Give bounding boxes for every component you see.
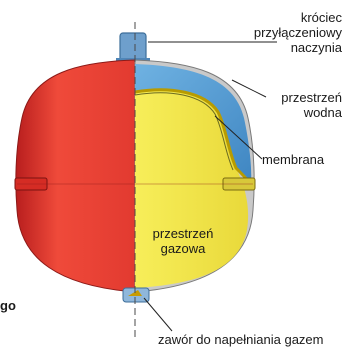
label-connector: króciec przyłączeniowy naczynia [238, 10, 342, 55]
label-connector-line1: króciec [238, 10, 342, 25]
label-gas-valve: zawór do napełniania gazem [158, 332, 324, 347]
label-gas-line2: gazowa [135, 241, 231, 256]
leader-valve [144, 298, 172, 331]
red-shell-left [16, 60, 135, 292]
label-water-space: przestrzeń wodna [258, 90, 342, 120]
connector-pipe [116, 33, 150, 64]
label-cut-text: go [0, 298, 16, 313]
label-gas-space: przestrzeń gazowa [135, 226, 231, 256]
label-water-line1: przestrzeń [258, 90, 342, 105]
label-connector-line3: naczynia [238, 40, 342, 55]
label-connector-line2: przyłączeniowy [238, 25, 342, 40]
label-membrane: membrana [262, 152, 324, 167]
label-water-line2: wodna [258, 105, 342, 120]
label-gas-line1: przestrzeń [135, 226, 231, 241]
